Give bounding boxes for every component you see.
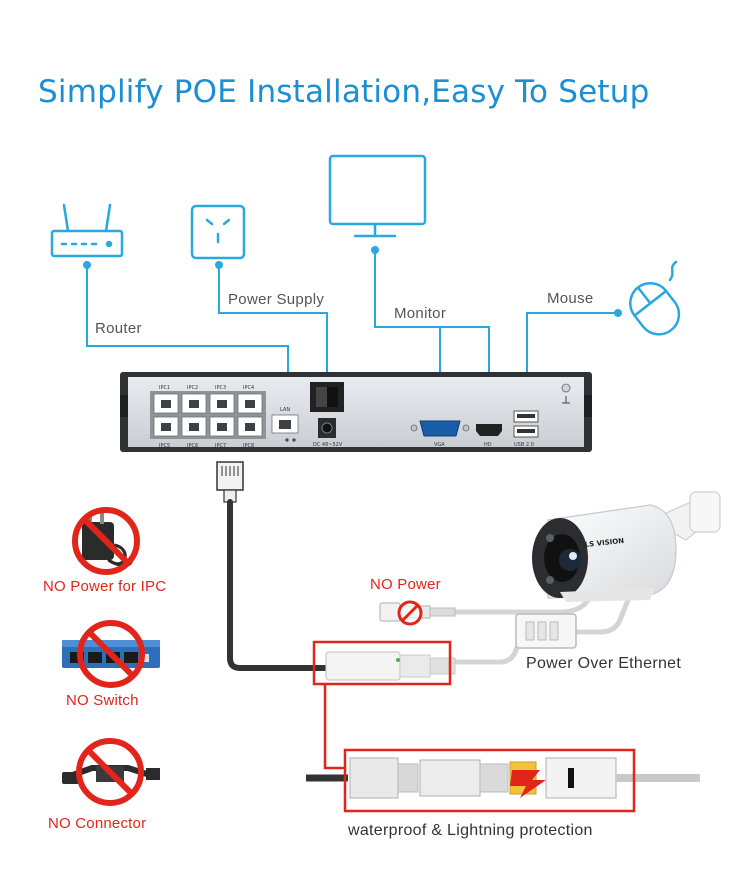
poe-label: Power Over Ethernet <box>526 655 682 672</box>
highlight-link-line <box>323 684 345 770</box>
poe-connector <box>325 651 456 681</box>
port-label: IPC5 <box>159 443 170 449</box>
router-label: Router <box>95 320 142 337</box>
power-outlet-icon <box>190 204 246 260</box>
vga-port <box>419 420 461 437</box>
no-switch-illustration <box>62 620 160 688</box>
hd-port <box>476 424 502 436</box>
power-supply-line <box>218 265 328 420</box>
no-connector-label: NO Connector <box>48 815 147 832</box>
lan-label: LAN <box>280 407 290 413</box>
port-label: IPC1 <box>159 385 170 391</box>
vga-label: VGA <box>434 442 445 448</box>
page-title: Simplify POE Installation,Easy To Setup <box>38 74 650 110</box>
hd-label: HD <box>484 442 492 448</box>
connection-dots <box>83 246 622 317</box>
waterproof-label: waterproof & Lightning protection <box>348 822 593 839</box>
router-icon <box>50 203 124 258</box>
prohibit-icon <box>76 738 144 806</box>
nvr-device: IPC1 IPC2 IPC3 IPC4 IPC5 IPC6 IPC7 IPC8 … <box>120 372 592 452</box>
usb-label: USB 2.0 <box>514 442 534 448</box>
mouse-label: Mouse <box>547 290 594 307</box>
port-label: IPC3 <box>215 385 226 391</box>
mouse-icon <box>629 260 681 336</box>
waterproof-connector <box>306 757 700 799</box>
no-connector-illustration <box>62 738 160 806</box>
port-label: IPC4 <box>243 385 254 391</box>
port-label: IPC6 <box>187 443 198 449</box>
no-power-label: NO Power <box>370 576 441 593</box>
bullet-camera: LS VISION <box>532 491 721 602</box>
prohibit-icon <box>72 507 140 575</box>
no-power-ipc-illustration <box>72 507 140 575</box>
power-supply-label: Power Supply <box>228 291 325 308</box>
poe-splitter-box <box>515 613 577 649</box>
port-label: IPC8 <box>243 443 254 449</box>
poe-connector-highlight <box>312 640 452 686</box>
dc-label: DC 48~52V <box>313 442 343 448</box>
ethernet-cable <box>227 499 329 671</box>
waterproof-highlight <box>343 748 636 813</box>
no-power-symbol <box>397 600 423 626</box>
port-label: IPC2 <box>187 385 198 391</box>
port-label: IPC7 <box>215 443 226 449</box>
rj45-plug <box>216 461 244 503</box>
prohibit-icon <box>77 620 145 688</box>
no-power-ipc-label: NO Power for IPC <box>43 578 167 595</box>
monitor-label: Monitor <box>394 305 447 322</box>
no-switch-label: NO Switch <box>66 692 139 709</box>
monitor-icon <box>328 154 427 238</box>
